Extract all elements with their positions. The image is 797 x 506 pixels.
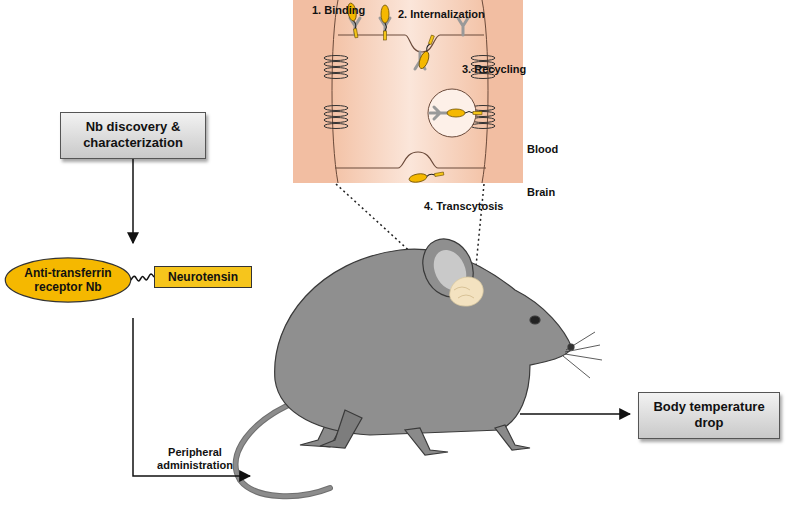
flow-arrow [132,159,134,244]
arrow-label: Peripheral administration [150,446,240,472]
drawing-part [293,0,523,183]
drawing-part [236,231,602,497]
drawing-part [482,0,488,183]
drawing-part [324,56,348,61]
drawing-part [450,277,484,306]
drawing-part [471,56,495,61]
drawing-part [454,287,474,298]
step-label: 4. Transcytosis [424,200,504,213]
step-label: 1. Binding [312,4,365,17]
node-text: Anti-transferrin receptor Nb [18,266,118,295]
drawing-part [447,109,482,117]
side-label: Brain [527,186,555,199]
process-box: Nb discovery & characterization [60,112,206,159]
step-label: 2. Internalization [398,8,485,21]
drawing-part [414,231,483,306]
drawing-part [320,410,362,448]
drawing-part [324,74,348,79]
drawing-part [430,107,448,119]
outcome-box: Body temperature drop [638,392,780,439]
drawing-part [275,249,572,435]
drawing-part [338,35,484,52]
nanobody-ellipse: Anti-transferrin receptor Nb [4,257,132,303]
drawing-part [471,124,495,129]
ellipse-shape [5,258,130,302]
drawing-part [408,170,444,184]
drawing-part [324,124,348,129]
drawing-part [335,152,486,168]
node-text: Nb discovery & characterization [69,119,197,152]
drawing-part [495,425,530,450]
drawing-part [332,0,488,183]
drawing-part [324,106,348,111]
drawing-part [458,18,468,35]
drawing-part [381,5,389,40]
node-text: Neurotensin [168,270,238,284]
drawing-part [324,112,348,117]
peptide-box: Neurotensin [154,266,252,288]
drawing-part [133,318,250,476]
drawing-part [520,413,630,415]
step-label: 3. Recycling [462,63,526,76]
drawing-part [324,62,348,67]
drawing-part [324,68,348,73]
drawing-part [405,428,448,455]
linker [131,274,154,281]
node-text: Body temperature drop [647,399,771,432]
drawing-part [332,0,338,183]
drawing-part [324,118,348,123]
side-label: Blood [527,143,558,156]
drawing-part [563,332,602,378]
drawing-part [417,34,436,70]
drawing-part [530,316,540,324]
